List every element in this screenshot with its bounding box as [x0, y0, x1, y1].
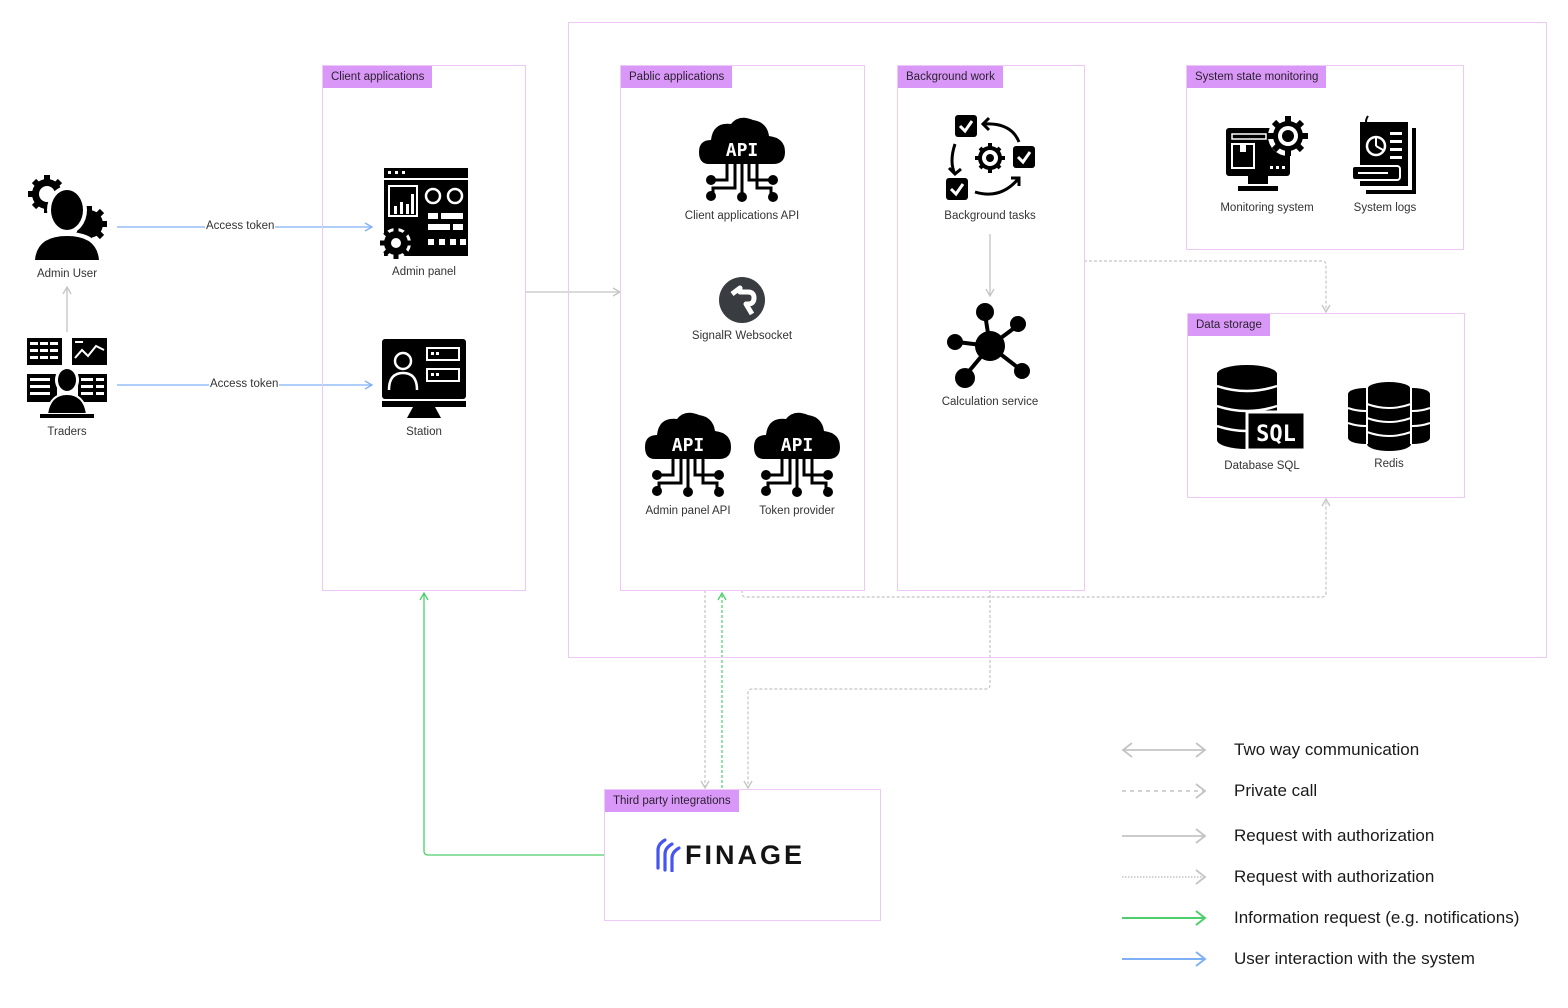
admin-panel-dashboard-icon [378, 168, 470, 260]
legend-blue-arrow-icon [1122, 951, 1207, 967]
background-tasks-cycle-icon [943, 112, 1037, 204]
node-signalr-websocket[interactable]: SignalR Websocket [672, 276, 812, 342]
group-client-applications-title: Client applications [323, 66, 433, 88]
legend-dotted-arrow-icon [1122, 869, 1207, 885]
legend-green-arrow-icon [1122, 910, 1207, 926]
platform-container [568, 22, 1547, 658]
legend-item: Request with authorization [1120, 821, 1434, 851]
legend-label: Two way communication [1234, 740, 1420, 759]
node-client-applications-api[interactable]: API Client applications API [672, 114, 812, 222]
background-tasks-label: Background tasks [944, 210, 1036, 222]
finage-logo[interactable]: FINAGE [655, 838, 805, 872]
api-cloud-icon: API [697, 114, 787, 204]
actor-admin-user[interactable]: Admin User [17, 172, 117, 280]
signalr-websocket-label: SignalR Websocket [691, 330, 793, 342]
admin-user-gear-icon [25, 172, 109, 262]
node-redis[interactable]: Redis [1340, 380, 1438, 470]
node-calculation-service[interactable]: Calculation service [930, 302, 1050, 408]
finage-wordmark: FINAGE [685, 839, 806, 870]
station-monitor-icon [381, 338, 467, 420]
group-data-storage: Data storage [1187, 313, 1465, 498]
api-cloud-icon: API [643, 409, 733, 499]
node-monitoring-system[interactable]: Monitoring system [1212, 114, 1322, 214]
legend-label: User interaction with the system [1234, 949, 1475, 968]
database-sql-icon: SQL [1217, 364, 1307, 454]
node-background-tasks[interactable]: Background tasks [930, 112, 1050, 222]
traders-access-token-label: Access token [209, 378, 280, 390]
group-data-storage-title: Data storage [1188, 314, 1270, 336]
token-provider-label: Token provider [759, 505, 835, 517]
admin-user-label: Admin User [36, 268, 98, 280]
station-label: Station [406, 426, 442, 438]
group-third-party-integrations: Third party integrations [604, 789, 881, 921]
traders-workstation-icon [26, 336, 108, 420]
group-system-state-monitoring-title: System state monitoring [1187, 66, 1327, 88]
group-public-applications: Pablic applications [620, 65, 865, 591]
admin-panel-api-label: Admin panel API [645, 505, 731, 517]
legend-item: Two way communication [1120, 735, 1419, 765]
legend-solid-gray-arrow-icon [1122, 828, 1207, 844]
group-third-party-integrations-title: Third party integrations [605, 790, 739, 812]
node-admin-panel[interactable]: Admin panel [374, 168, 474, 278]
group-background-work: Background work [897, 65, 1085, 591]
svg-text:API: API [726, 140, 759, 161]
legend-dashed-arrow-icon [1122, 783, 1207, 799]
system-logs-report-icon [1350, 114, 1420, 196]
svg-text:SQL: SQL [1256, 422, 1296, 447]
admin-access-token-label: Access token [205, 220, 276, 232]
group-background-work-title: Background work [898, 66, 1003, 88]
finage-stripes-icon [655, 838, 681, 872]
monitoring-system-icon [1224, 114, 1310, 196]
node-database-sql[interactable]: SQL Database SQL [1212, 364, 1312, 472]
legend-label: Request with authorization [1234, 826, 1435, 845]
database-sql-label: Database SQL [1224, 460, 1300, 472]
legend-label: Request with authorization [1234, 867, 1435, 886]
node-token-provider[interactable]: API Token provider [742, 409, 852, 517]
api-cloud-icon: API [752, 409, 842, 499]
signalr-logo-icon [718, 276, 766, 324]
legend-item: User interaction with the system [1120, 944, 1475, 974]
traders-label: Traders [47, 426, 87, 438]
calculation-service-label: Calculation service [941, 396, 1039, 408]
group-public-applications-title: Pablic applications [621, 66, 733, 88]
legend-item: Information request (e.g. notifications) [1120, 903, 1519, 933]
redis-database-stack-icon [1347, 380, 1431, 452]
legend-two-way-arrow-icon [1121, 742, 1207, 758]
legend-item: Request with authorization [1120, 862, 1434, 892]
group-client-applications: Client applications [322, 65, 526, 591]
svg-text:API: API [781, 435, 814, 456]
svg-text:API: API [672, 435, 705, 456]
monitoring-system-label: Monitoring system [1220, 202, 1314, 214]
calculation-network-icon [945, 302, 1035, 390]
system-logs-label: System logs [1353, 202, 1417, 214]
client-applications-api-label: Client applications API [684, 210, 800, 222]
actor-traders[interactable]: Traders [17, 336, 117, 438]
admin-panel-label: Admin panel [392, 266, 456, 278]
legend-label: Private call [1234, 781, 1318, 800]
legend-label: Information request (e.g. notifications) [1234, 908, 1520, 927]
node-station[interactable]: Station [374, 338, 474, 438]
node-system-logs[interactable]: System logs [1340, 114, 1430, 214]
redis-label: Redis [1374, 458, 1404, 470]
group-system-state-monitoring: System state monitoring [1186, 65, 1464, 250]
legend-item: Private call [1120, 776, 1317, 806]
node-admin-panel-api[interactable]: API Admin panel API [633, 409, 743, 517]
